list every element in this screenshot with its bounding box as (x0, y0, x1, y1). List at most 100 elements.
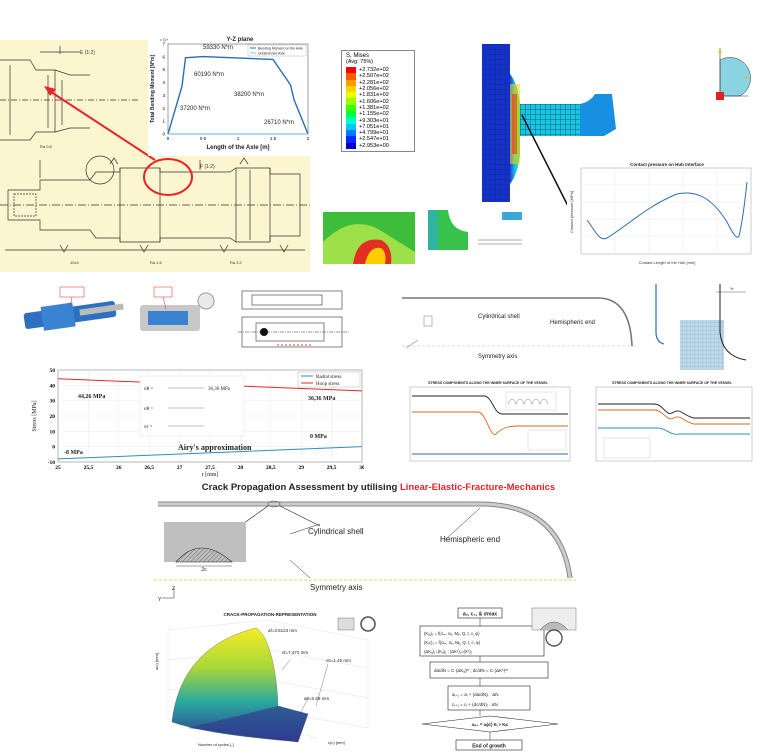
crack-shell-label: Cylindrical shell (308, 527, 364, 536)
mises-legend: S, Mises (Avg: 75%) +2.732e+02+2.507e+02… (341, 50, 415, 152)
mises-row: +9.303e+01 (346, 117, 412, 124)
crack-length-label: 2c (201, 567, 207, 572)
bending-xtick: 1 (237, 136, 240, 141)
callout-arrowhead (44, 86, 56, 96)
bending-annot-5: 26710 N*m (264, 120, 294, 126)
airy-ytick: 50 (50, 368, 56, 374)
airy-formula-line-2: σθ = (144, 407, 153, 412)
cylinder-photo-svg (23, 286, 215, 331)
contact-ylabel: Contact pressure [MPa] (569, 191, 574, 233)
callout-ellipse (143, 158, 193, 196)
mises-value: +1.831e+02 (359, 92, 389, 99)
crack-axis-triad: Z Y (156, 586, 186, 606)
airy-caption: Airy's approximation (178, 443, 252, 452)
crack-flowchart: a₀, c₀, & σmax (Kᵢₐ)₁ = f(σₘ, σₑ, Mₑ, Q,… (418, 606, 578, 756)
airy-annot-hoop-end: 36,36 MPa (308, 396, 335, 402)
crack-shell-svg: Cylindrical shell Hemispheric end Symmet… (154, 500, 576, 592)
crack-title-prefix: Crack Propagation Assessment by utilisin… (201, 482, 400, 493)
contact-title: Contact pressure on Hub Interface (630, 162, 704, 167)
bending-ytick: 6 (162, 54, 165, 59)
mises-row: +2.547e+01 (346, 136, 412, 143)
cylinder-photo (20, 285, 216, 343)
mises-scale: +2.732e+02+2.507e+02+2.281e+02+2.056e+02… (346, 67, 412, 149)
surface-annot-cf: cf=7.472 mm (282, 650, 308, 655)
crack-title: Crack Propagation Assessment by utilisin… (0, 482, 757, 493)
airy-xlabel: r [mm] (202, 472, 219, 478)
fe-wheel-svg (482, 44, 616, 202)
mises-swatch (346, 67, 356, 74)
crack-tip-svg (531, 607, 577, 647)
bending-xtick: 1.5 (270, 136, 277, 141)
mises-value: +2.507e+02 (359, 73, 389, 80)
airy-xtick: 28 (238, 465, 244, 471)
airy-xtick: 26 (116, 465, 122, 471)
mises-swatch (346, 85, 356, 93)
bending-ytick: 0 (162, 132, 165, 137)
roughness-label-1: Ra 1.6 (150, 260, 163, 265)
mises-row: +2.281e+02 (346, 79, 412, 86)
airy-ytick: 0 (52, 445, 55, 451)
crack-detail-svg: 2c (164, 522, 246, 572)
chamfer-label: 10x4 (70, 260, 79, 265)
shell-sketch-small-svg: Cylindrical shell Hemispheric end Symmet… (402, 297, 636, 360)
mises-value: +7.051e+01 (359, 123, 389, 130)
detail-label-f: F (1:2) (200, 164, 215, 170)
bending-ytick: 7 (162, 42, 165, 47)
mises-value: +2.547e+01 (359, 136, 389, 143)
crack-surface-svg: CRACK-PROPAGATION-REPRESENTATION af=3.51… (154, 612, 369, 747)
mises-row: +2.056e+02 (346, 85, 412, 93)
mises-swatch (346, 142, 356, 149)
inner-right-title: STRESS COMPONENTS ALONG THE INNER SURFAC… (612, 381, 733, 385)
airy-annot-radial-end: 0 MPa (310, 434, 327, 440)
crack-tip-diagram (530, 606, 578, 648)
bending-title: Y-Z plane (227, 37, 254, 43)
bending-ytick: 5 (162, 67, 165, 72)
airy-xtick: 27,5 (205, 465, 215, 471)
surface-ylabel: c(c) [mm] (328, 740, 345, 745)
bending-ytick: 3 (162, 93, 165, 98)
shell-mesh-svg: % (655, 284, 747, 370)
flow-start: a₀, c₀, & σmax (463, 612, 497, 618)
bending-annot-2: 60190 N*m (194, 72, 224, 78)
flow-box3: da/dN = C·(ΔKₐ)ᵐ ; dc/dN = C·(ΔKᶜ)ᵐ (434, 668, 508, 673)
bending-ytick: 1 (162, 119, 165, 124)
airy-xtick: 30 (359, 465, 364, 471)
flow-box2-line2: (Kᵢc)₁ = f(σₘ, σₑ, Mₑ, Q, t, c, φ) (424, 640, 481, 645)
crack-title-highlight: Linear-Elastic-Fracture-Mechanics (399, 482, 556, 493)
flow-box2-line3: (ΔKₐ)₁=(Kₐ)₁ ; (ΔKᶜ)₁=(Kᶜ)₁ (424, 649, 473, 654)
callout-arrow (47, 89, 156, 161)
surface-title: CRACK-PROPAGATION-REPRESENTATION (224, 612, 317, 617)
surface-annot-a0: a0=0.29 mm (304, 696, 329, 701)
airy-formula-line-3: σr = (144, 425, 153, 430)
flow-decision: aᵢ₊₁ = aᵢ(σ) Kᵢ > Kᵢc (472, 722, 509, 727)
airy-ytick: 40 (50, 383, 56, 389)
airy-xtick: 28,5 (266, 465, 276, 471)
airy-legend-radial: Radial stress (316, 375, 341, 380)
crack-section-icons (336, 614, 380, 636)
mises-row: +1.381e+02 (346, 104, 412, 112)
mises-swatch (346, 104, 356, 112)
small-shell-label: Cylindrical shell (478, 314, 520, 320)
crack-detail: 2c (160, 520, 250, 572)
bending-annot-3: 37200 N*m (180, 106, 210, 112)
axis-triad-svg (716, 48, 751, 100)
airy-xtick: 25 (55, 465, 61, 471)
contact-xlabel: Contact Length of the Hub [mm] (639, 260, 696, 265)
roughness-label-2: Ra 3.2 (230, 260, 243, 265)
mises-row: +2.953e+00 (346, 142, 412, 149)
airy-formula-value: 36,36 MPa (208, 387, 231, 392)
bending-xtick: 0.5 (200, 136, 207, 141)
mises-value: +2.056e+02 (359, 86, 389, 93)
shell-sketch-small: Cylindrical shell Hemispheric end Symmet… (398, 290, 638, 362)
bending-ytick: 4 (162, 80, 165, 85)
mises-value: +2.732e+02 (359, 67, 389, 74)
airy-annot-radial-start: -8 MPa (64, 450, 83, 456)
crack-shell-diagram: Cylindrical shell Hemispheric end Symmet… (140, 494, 580, 606)
mises-subtitle: (Avg: 75%) (346, 59, 374, 65)
bending-ytick: 2 (162, 106, 165, 111)
airy-formula-line-1: σθ = (144, 387, 153, 392)
contact-pressure-svg: Contact pressure on Hub Interface Contac… (569, 162, 752, 265)
fe-zoom-1 (323, 212, 415, 264)
flow-box4-line2: cᵢ₊₁ = cᵢ + (dc/dN)ᵢ · ΔN (452, 702, 498, 707)
